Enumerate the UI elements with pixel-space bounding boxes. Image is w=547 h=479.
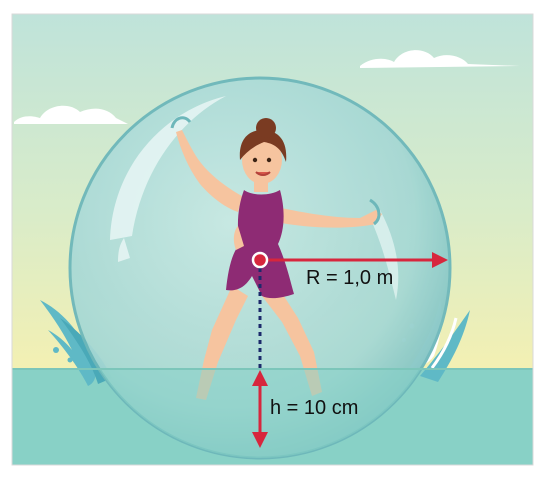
depth-arrow [252, 370, 268, 448]
radius-label: R = 1,0 m [306, 267, 393, 289]
cloud [14, 105, 128, 124]
depth-label: h = 10 cm [270, 397, 358, 419]
ball-highlight [372, 210, 399, 300]
ball-highlight [118, 238, 130, 262]
radius-arrow [266, 252, 448, 268]
cloud [360, 50, 520, 68]
ball-highlight [110, 96, 226, 240]
image-frame [11, 13, 534, 466]
center-point [251, 251, 269, 269]
